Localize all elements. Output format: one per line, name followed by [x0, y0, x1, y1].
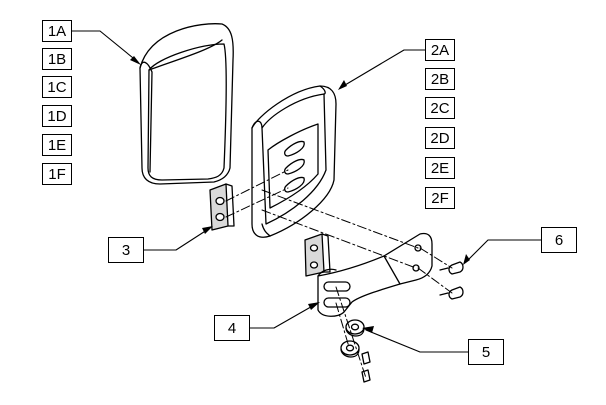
armrest-base-icon [251, 85, 337, 238]
armrest-pad-icon [139, 23, 234, 185]
assembly-centerlines [225, 169, 453, 379]
callout-1b: 1B [42, 48, 72, 70]
callout-2c: 2C [425, 97, 455, 119]
callout-2d: 2D [425, 127, 455, 149]
screw-icon [439, 261, 464, 300]
callout-1e: 1E [42, 134, 72, 156]
callout-1d: 1D [42, 105, 72, 127]
callout-6: 6 [541, 227, 577, 253]
leader-lines [71, 30, 545, 353]
callout-2f: 2F [425, 187, 455, 209]
callout-5: 5 [468, 339, 504, 365]
washer-icon [340, 319, 371, 383]
callout-1a: 1A [42, 20, 72, 42]
callout-2b: 2B [425, 68, 455, 90]
arm-bracket-icon [304, 232, 433, 317]
callout-2a: 2A [425, 39, 455, 61]
callout-3: 3 [108, 237, 144, 263]
mounting-plate-icon [209, 183, 235, 231]
callout-4: 4 [214, 315, 250, 341]
leader-arrowheads [130, 56, 470, 333]
callout-1c: 1C [42, 76, 72, 98]
callout-1f: 1F [42, 163, 72, 185]
callout-2e: 2E [425, 157, 455, 179]
